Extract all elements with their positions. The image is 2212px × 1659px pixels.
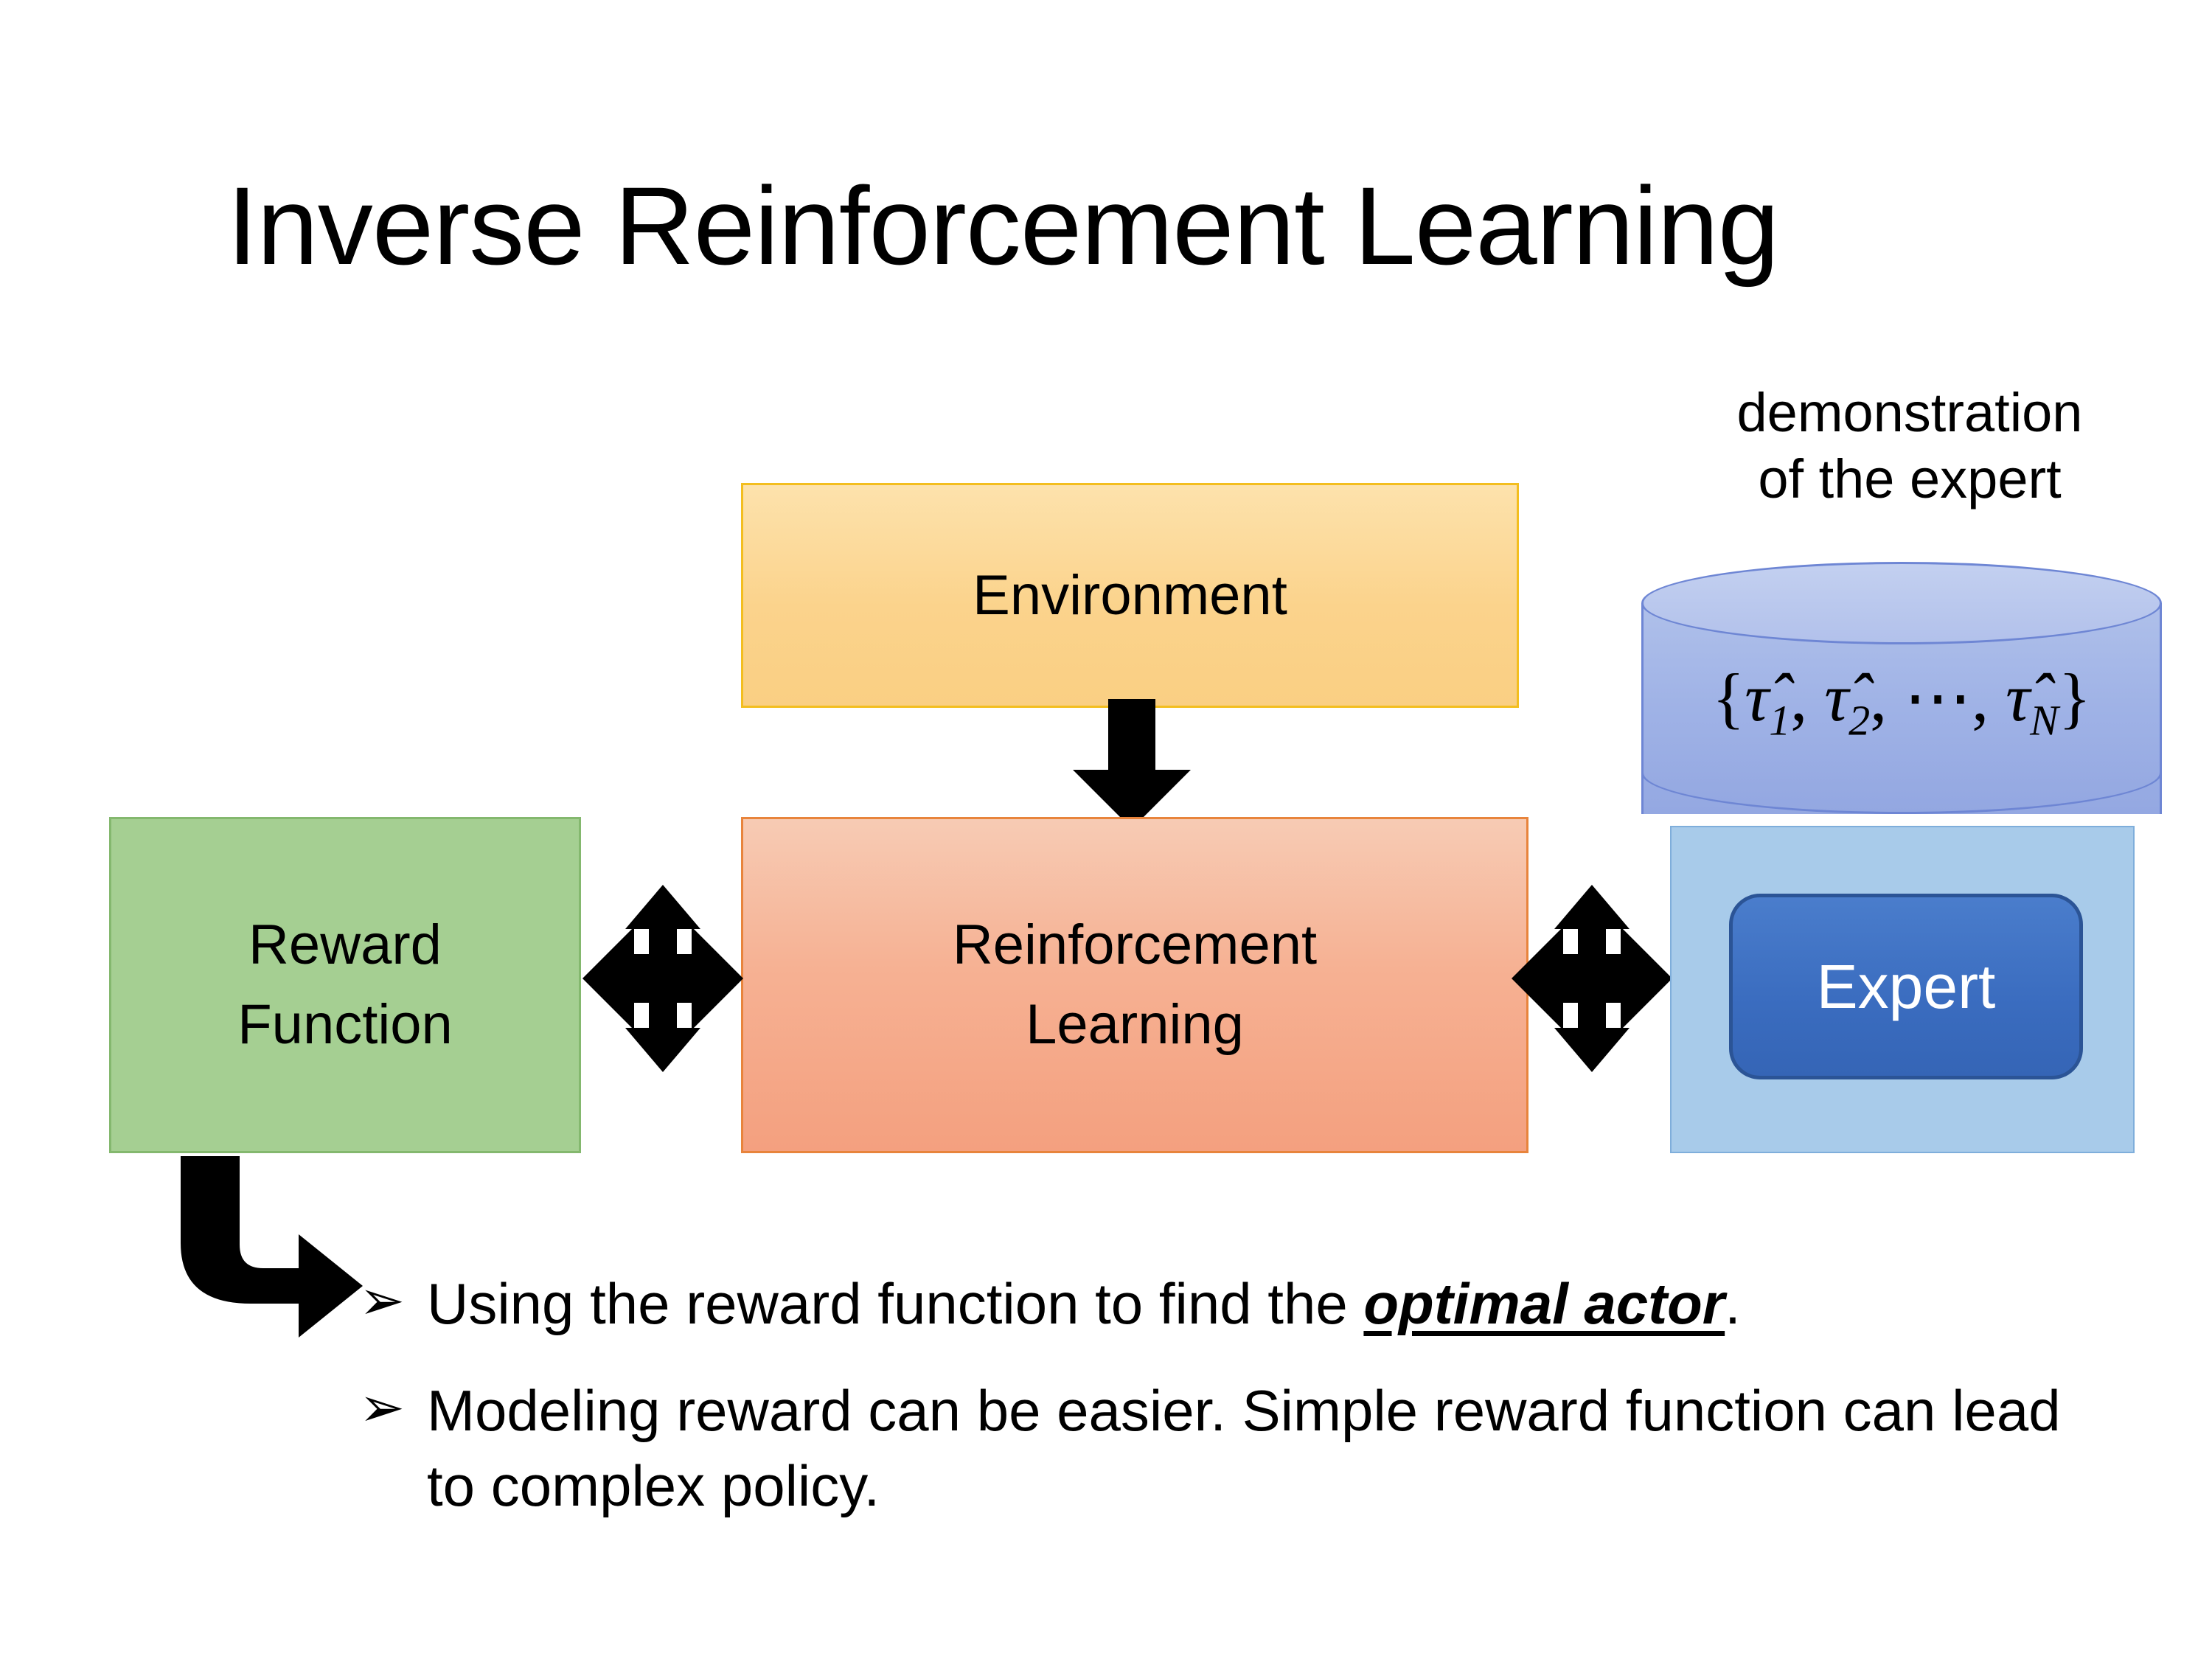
- demonstration-caption-line2: of the expert: [1758, 448, 2062, 510]
- node-reward-function: Reward Function: [109, 817, 581, 1153]
- bullet-arrow-icon: ➢: [359, 1377, 406, 1439]
- formula-token-1-sub: 1: [1769, 696, 1791, 745]
- bullet-text-2: Modeling reward can be easier. Simple re…: [427, 1378, 2061, 1518]
- formula-sep-3: ,: [1972, 660, 2006, 735]
- formula-sep-2: ,: [1870, 660, 1905, 735]
- demonstration-caption-line1: demonstration: [1736, 382, 2083, 443]
- formula-token-2-sub: 2: [1848, 696, 1871, 745]
- list-item: ➢ Modeling reward can be easier. Simple …: [359, 1374, 2077, 1523]
- node-expert: Expert: [1729, 894, 2083, 1079]
- formula-token-4-base: τ̂: [2006, 660, 2031, 735]
- reward-rl-link-arrow: [582, 885, 743, 1072]
- formula-ellipsis: ⋯: [1904, 660, 1972, 735]
- demonstration-caption: demonstration of the expert: [1630, 380, 2190, 513]
- node-expert-label: Expert: [1816, 951, 1996, 1021]
- bullet-list: ➢ Using the reward function to find the …: [359, 1267, 2077, 1556]
- formula-sep-1: ,: [1790, 660, 1825, 735]
- formula-token-2-base: τ̂: [1824, 660, 1849, 735]
- env-to-rl-arrow: [1073, 699, 1191, 829]
- formula-open-brace: {: [1712, 660, 1745, 735]
- reward-to-bullets-elbow-arrow: [181, 1156, 363, 1338]
- formula-token-4-sub: N: [2030, 696, 2059, 745]
- bullet-1-text-after: .: [1725, 1271, 1741, 1336]
- node-reward-function-label: Reward Function: [237, 905, 453, 1065]
- list-item: ➢ Using the reward function to find the …: [359, 1267, 2077, 1341]
- node-reinforcement-learning-label: Reinforcement Learning: [953, 905, 1317, 1065]
- cylinder-formula-label: {τ̂1, τ̂2, ⋯, τ̂N}: [1641, 658, 2162, 745]
- node-demonstration-cylinder: {τ̂1, τ̂2, ⋯, τ̂N}: [1641, 562, 2162, 855]
- node-environment-label: Environment: [973, 563, 1287, 627]
- cylinder-top-ellipse: [1641, 562, 2162, 644]
- page-title: Inverse Reinforcement Learning: [226, 164, 1780, 288]
- reward-label-line2: Function: [237, 993, 453, 1056]
- rl-expert-link-arrow: [1512, 885, 1672, 1072]
- bullet-1-text-before: Using the reward function to find the: [427, 1271, 1364, 1336]
- bullet-text-1: Using the reward function to find the op…: [427, 1267, 1741, 1341]
- rl-label-line1: Reinforcement: [952, 914, 1318, 977]
- bullet-arrow-icon: ➢: [359, 1270, 406, 1331]
- node-reinforcement-learning: Reinforcement Learning: [741, 817, 1528, 1153]
- formula-close-brace: }: [2058, 660, 2091, 735]
- cylinder-bottom: [1641, 731, 2162, 814]
- formula-token-1-base: τ̂: [1745, 660, 1770, 735]
- rl-label-line2: Learning: [1026, 993, 1244, 1056]
- node-environment: Environment: [741, 483, 1519, 708]
- reward-label-line1: Reward: [248, 914, 442, 977]
- bullet-1-emphasis: optimal actor: [1363, 1271, 1725, 1336]
